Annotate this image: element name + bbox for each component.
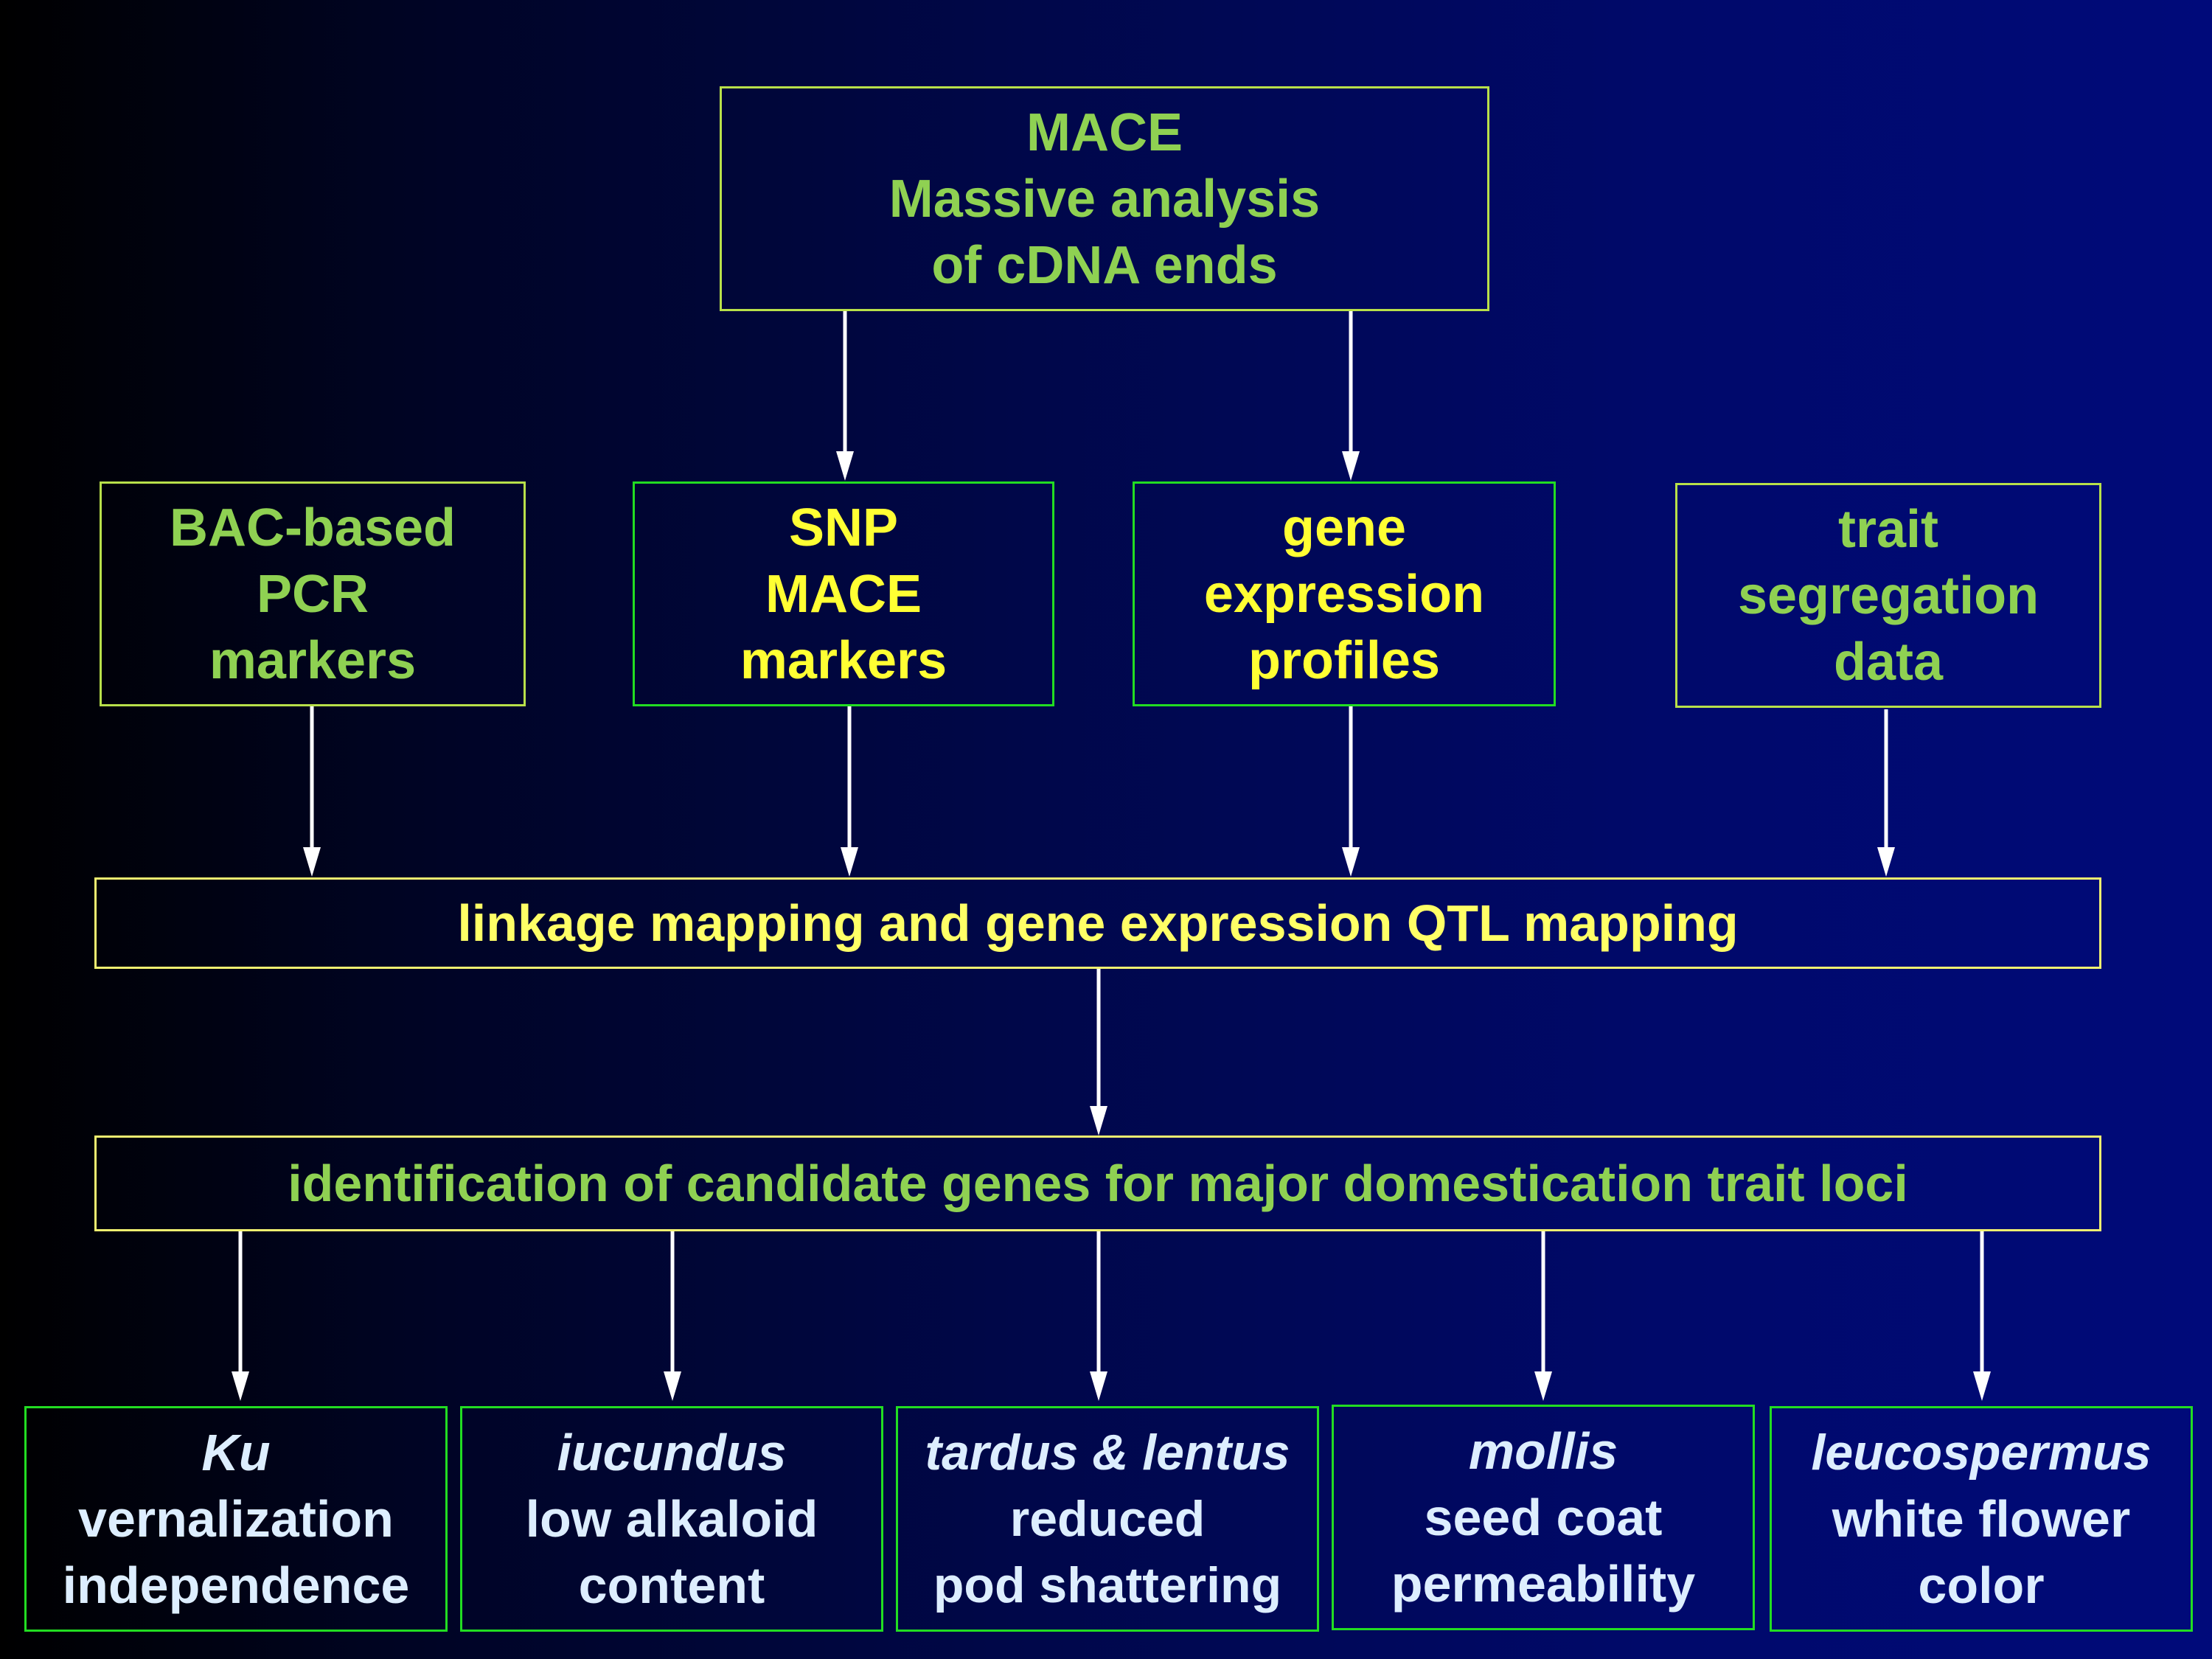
bac-line-1: BAC-based	[169, 498, 456, 557]
outcome-trait-line-1: seed coat	[1424, 1489, 1663, 1546]
arrow-trait-to-linkage	[1877, 709, 1895, 877]
outcome-trait-line-2: permeability	[1391, 1555, 1696, 1613]
outcome-trait-line-2: pod shattering	[933, 1557, 1282, 1613]
mace-box: MACE Massive analysis of cDNA ends	[720, 86, 1489, 311]
snp-line-3: markers	[740, 630, 947, 690]
outcome-trait-line-2: color	[1918, 1557, 2045, 1614]
arrow-identification-to-ku	[232, 1231, 249, 1401]
mace-subtitle-line-2: of cDNA ends	[931, 235, 1278, 295]
snp-line-1: SNP	[788, 498, 899, 557]
outcome-trait-line-1: vernalization	[78, 1490, 394, 1548]
arrow-mace-to-snp	[836, 311, 854, 481]
gene-line-1: gene	[1281, 498, 1407, 557]
bac-line-3: markers	[209, 630, 417, 690]
linkage-mapping-label: linkage mapping and gene expression QTL …	[457, 894, 1739, 952]
outcome-box-iucundus: iucundus low alkaloid content	[460, 1406, 883, 1632]
outcome-trait-line-1: reduced	[1009, 1491, 1206, 1547]
outcome-gene-leucospermus: leucospermus	[1811, 1425, 2152, 1481]
outcome-trait-line-1: low alkaloid	[525, 1490, 818, 1548]
identification-label: identification of candidate genes for ma…	[288, 1155, 1908, 1212]
outcome-box-mollis: mollis seed coat permeability	[1332, 1405, 1755, 1630]
linkage-mapping-box: linkage mapping and gene expression QTL …	[94, 877, 2101, 969]
bac-line-2: PCR	[256, 564, 369, 624]
bac-markers-box: BAC-based PCR markers	[100, 481, 526, 706]
arrow-bac-to-linkage	[303, 706, 321, 877]
snp-markers-box: SNP MACE markers	[633, 481, 1054, 706]
outcome-gene-tardus-lentus: tardus & lentus	[925, 1425, 1290, 1481]
gene-expression-box: gene expression profiles	[1133, 481, 1556, 706]
trait-line-1: trait	[1837, 499, 1939, 559]
arrow-mace-to-gene-expression	[1342, 311, 1360, 481]
trait-segregation-box: trait segregation data	[1675, 483, 2101, 708]
outcome-gene-ku: Ku	[201, 1424, 271, 1481]
arrow-identification-to-iucundus	[664, 1231, 681, 1401]
outcome-gene-mollis: mollis	[1468, 1422, 1618, 1480]
outcome-box-ku: Ku vernalization independence	[24, 1406, 448, 1632]
arrow-gene-to-linkage	[1342, 706, 1360, 877]
outcome-box-leucospermus: leucospermus white flower color	[1770, 1406, 2193, 1632]
outcome-box-tardus-lentus: tardus & lentus reduced pod shattering	[896, 1406, 1319, 1632]
gene-line-2: expression	[1203, 564, 1485, 624]
arrow-identification-to-leucospermus	[1973, 1231, 1991, 1401]
trait-line-2: segregation	[1737, 566, 2039, 625]
arrow-identification-to-tardus-lentus	[1090, 1231, 1107, 1401]
trait-line-3: data	[1833, 632, 1944, 692]
identification-box: identification of candidate genes for ma…	[94, 1135, 2101, 1231]
mace-title: MACE	[1026, 102, 1183, 162]
mace-subtitle-line-1: Massive analysis	[888, 169, 1321, 229]
outcome-gene-iucundus: iucundus	[557, 1424, 787, 1481]
arrow-identification-to-mollis	[1534, 1231, 1552, 1401]
arrow-linkage-to-identification	[1090, 969, 1107, 1135]
snp-line-2: MACE	[765, 564, 922, 624]
outcome-trait-line-1: white flower	[1832, 1490, 2131, 1548]
outcome-trait-line-2: independence	[62, 1557, 410, 1614]
arrow-snp-to-linkage	[841, 706, 858, 877]
gene-line-3: profiles	[1248, 630, 1441, 690]
outcome-trait-line-2: content	[578, 1557, 765, 1614]
